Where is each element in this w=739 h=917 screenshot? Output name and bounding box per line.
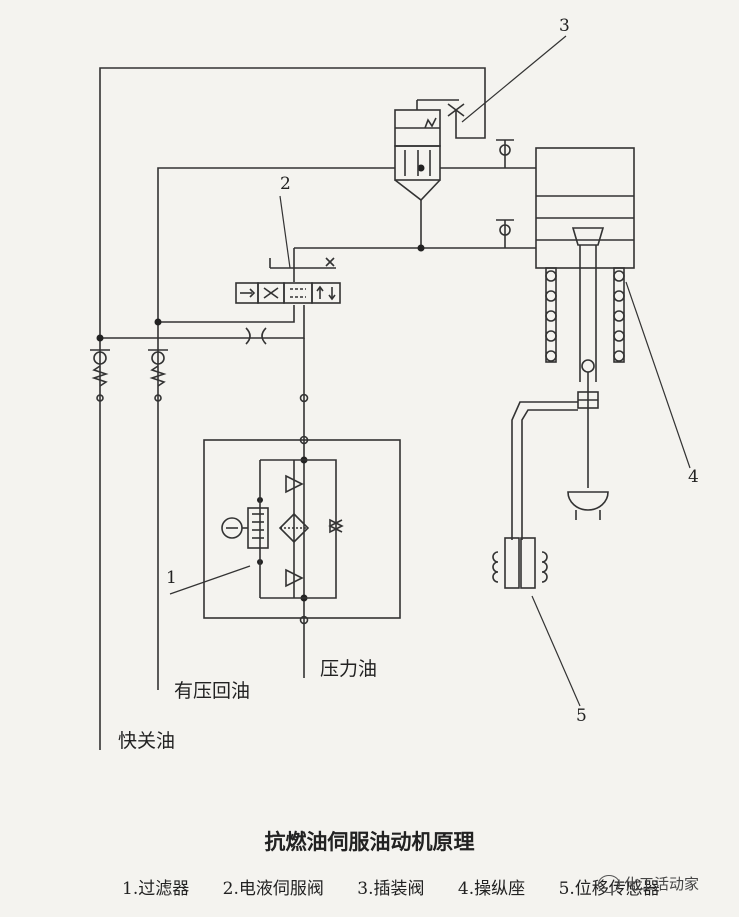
callout-5: 5 (576, 706, 587, 726)
spring-coils (545, 270, 625, 362)
orifice (245, 327, 267, 345)
actuator-check-valves (496, 139, 514, 248)
callout-leaders (169, 35, 691, 707)
diagram-title: 抗燃油伺服油动机原理 (264, 829, 475, 854)
legend-item: 2.电液伺服阀 (222, 879, 324, 899)
cartridge-valve (394, 99, 465, 202)
oil-lines (99, 67, 536, 750)
callout-3: 3 (559, 16, 570, 36)
wechat-icon (598, 874, 620, 893)
quick-close-oil-label: 快关油 (118, 730, 176, 752)
servo-valve (235, 257, 341, 304)
legend-item: 1.过滤器 (122, 879, 190, 899)
legend-item: 3.插装阀 (357, 879, 425, 899)
pressurized-return-label: 有压回油 (174, 680, 251, 702)
filter-assembly (203, 439, 401, 619)
callout-1: 1 (166, 568, 177, 588)
operating-seat (535, 147, 635, 520)
legend: 1.过滤器 2.电液伺服阀 3.插装阀 4.操纵座 5.位移传感器 (122, 874, 688, 899)
displacement-sensor (492, 401, 578, 589)
return-check-valves (90, 349, 168, 402)
callout-4: 4 (688, 467, 699, 487)
pressure-oil-label: 压力油 (320, 658, 378, 680)
watermark: 化工活动家 (598, 873, 699, 894)
legend-item: 4.操纵座 (457, 879, 526, 899)
watermark-text: 化工活动家 (624, 875, 700, 893)
callout-2: 2 (280, 174, 291, 194)
